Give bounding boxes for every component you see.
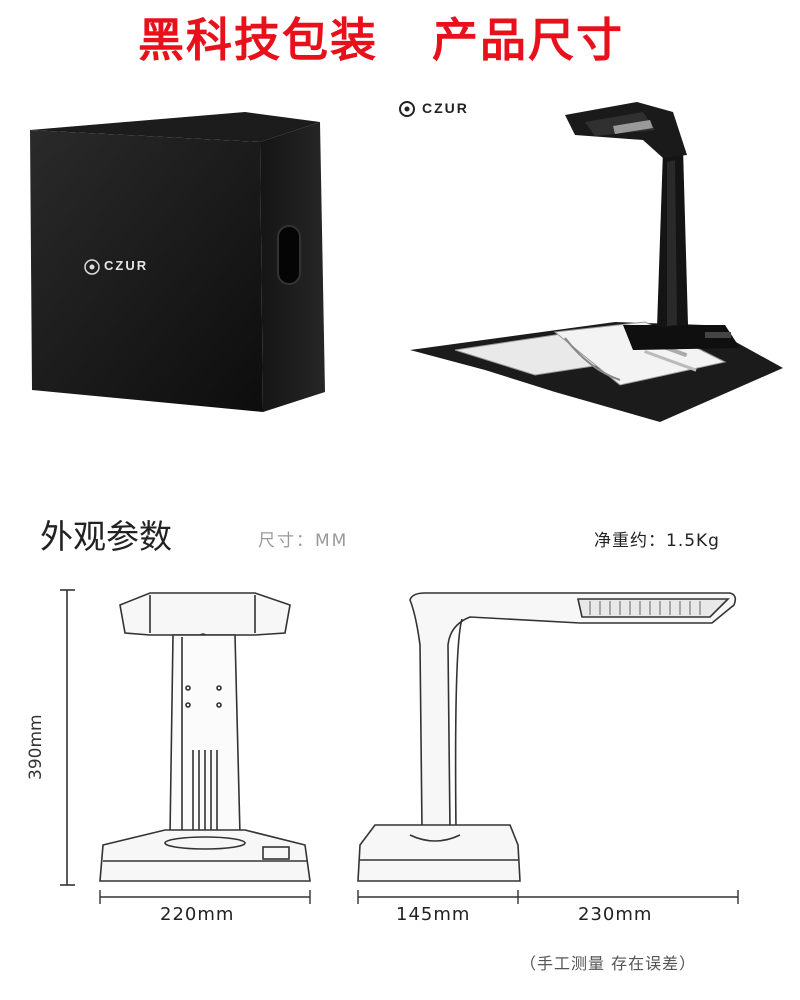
specs-title: 外观参数 (40, 517, 172, 556)
base-depth-dimension: 145mm (396, 904, 471, 925)
measurement-note: （手工测量 存在误差） (520, 954, 697, 973)
box-brand-logo: CZUR (104, 258, 149, 273)
unit-label: 尺寸：MM (258, 531, 349, 551)
front-view-drawing (60, 589, 311, 904)
arm-length-dimension: 230mm (578, 904, 653, 925)
scanner-brand-logo: CZUR (422, 100, 469, 116)
weight-label: 净重约：1.5Kg (594, 531, 720, 551)
page-title: 黑科技包装 产品尺寸 (0, 4, 800, 74)
scanner-photo (410, 102, 783, 422)
packaging-box-image (30, 112, 325, 412)
scanner-logo-icon (398, 100, 422, 117)
height-dimension: 390mm (26, 714, 46, 780)
side-view-drawing (357, 592, 739, 904)
product-size-title: 产品尺寸 (432, 13, 624, 67)
packaging-title: 黑科技包装 (138, 13, 378, 67)
base-width-dimension: 220mm (160, 904, 235, 925)
